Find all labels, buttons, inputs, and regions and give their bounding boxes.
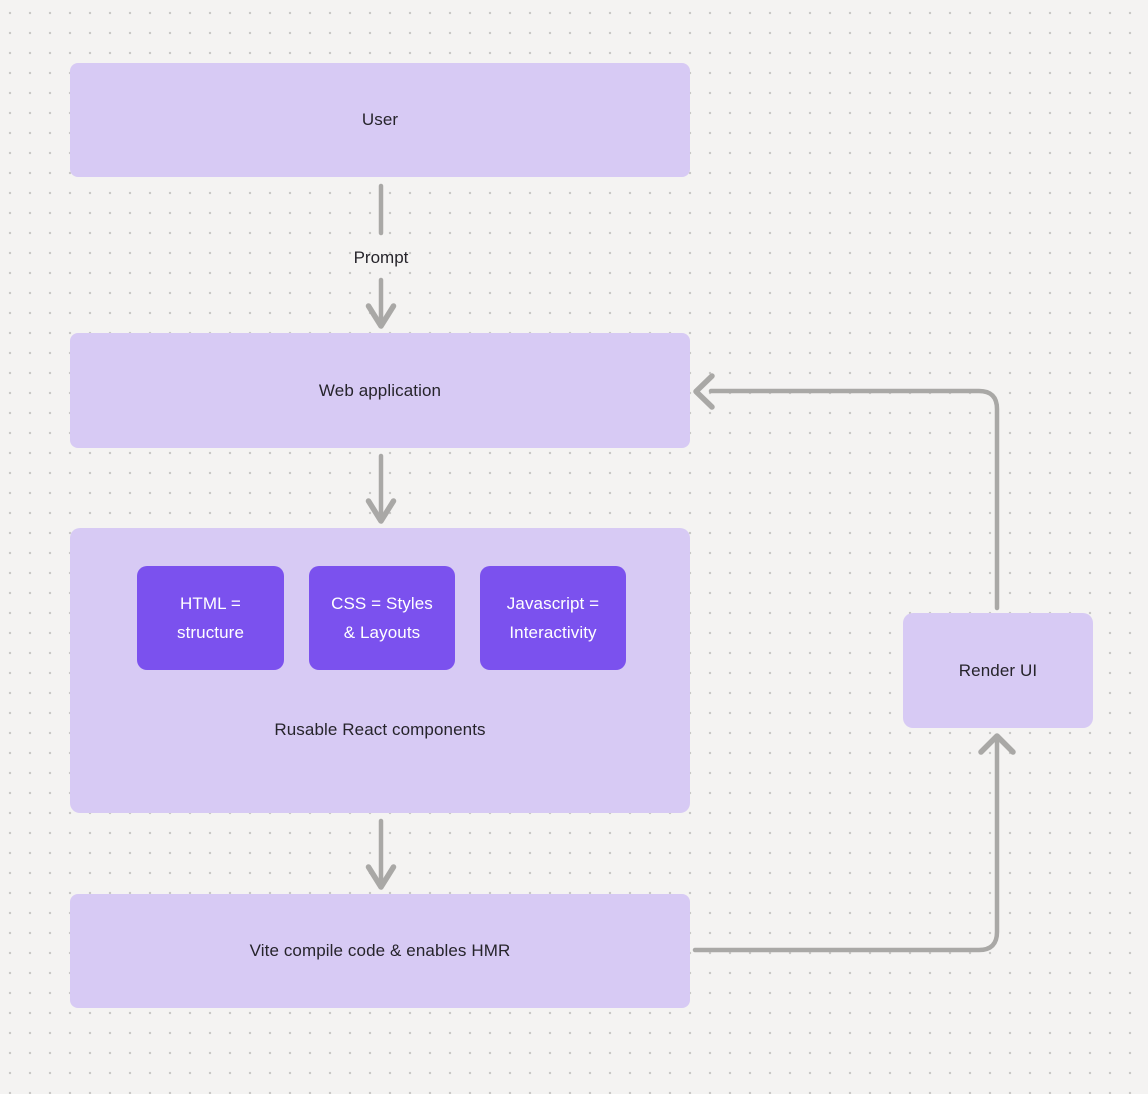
node-render-ui: Render UI: [903, 613, 1093, 728]
chip-html: HTML = structure: [137, 566, 284, 670]
edge-label-prompt: Prompt: [353, 248, 409, 267]
components-caption: Rusable React components: [274, 720, 486, 739]
node-components-container: HTML = structure CSS = Styles & Layouts …: [70, 528, 690, 813]
chip-html-line1: HTML =: [180, 594, 241, 613]
arrowhead-into-webapp-right: [693, 373, 715, 410]
chip-html-line2: structure: [176, 623, 245, 642]
arrowhead-into-components-top: [365, 498, 397, 524]
node-vite-label: Vite compile code & enables HMR: [249, 941, 511, 960]
connector-vite-to-render: [692, 737, 1000, 953]
arrowhead-into-vite-top: [365, 864, 397, 890]
node-render-ui-label: Render UI: [958, 660, 1038, 680]
chip-css-line1: CSS = Styles: [331, 594, 433, 613]
node-user-label: User: [361, 110, 399, 129]
chip-javascript-line1: Javascript =: [506, 594, 600, 613]
arrowhead-into-render-bottom: [978, 733, 1016, 755]
chip-javascript: Javascript = Interactivity: [480, 566, 626, 670]
chip-javascript-line2: Interactivity: [509, 623, 597, 642]
node-vite: Vite compile code & enables HMR: [70, 894, 690, 1008]
node-web-application-label: Web application: [318, 380, 442, 400]
chip-css: CSS = Styles & Layouts: [309, 566, 455, 670]
node-user: User: [70, 63, 690, 177]
node-web-application: Web application: [70, 333, 690, 448]
chip-css-line2: & Layouts: [343, 623, 421, 642]
arrowhead-into-webapp-top: [365, 303, 397, 329]
connector-render-to-webapp: [708, 388, 1000, 611]
